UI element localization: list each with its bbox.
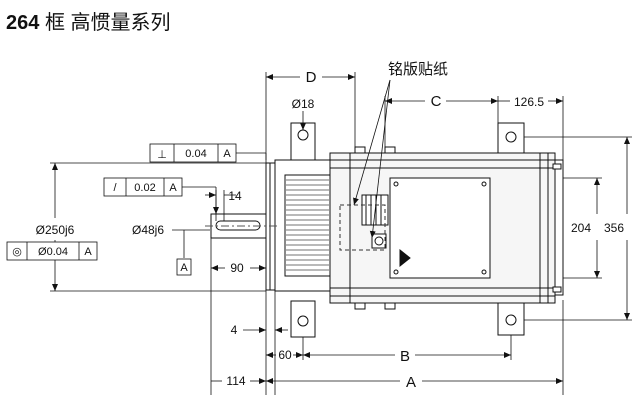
pilot-diameter-label: Ø250j6: [36, 223, 75, 237]
dim-4-label: 4: [231, 323, 238, 337]
gdt-concentricity-frame: ◎ Ø0.04 A: [6, 241, 98, 261]
hole-diameter-label: Ø18: [292, 97, 315, 111]
terminal-box: [389, 177, 491, 279]
warning-label-icon: [399, 248, 411, 268]
rear-end-cap: [554, 159, 564, 296]
perpendicularity-icon: ⊥: [157, 149, 167, 161]
dimension-labels: D C B A 铭版贴纸 Ø18 126.5 204 356 14 Ø48j6 …: [36, 61, 625, 391]
dim-b-label: B: [400, 348, 410, 365]
mounting-lug-front-bottom: [290, 300, 316, 338]
cooling-fins: [286, 179, 329, 271]
dim-60-label: 60: [278, 348, 292, 362]
runout-value: 0.02: [134, 182, 155, 194]
dimension-lines: [50, 72, 632, 395]
dim-356-label: 356: [604, 221, 624, 235]
dim-14-label: 14: [228, 189, 242, 203]
page-title: 264 框 高惯量系列: [6, 6, 171, 35]
concentricity-icon: ◎: [12, 246, 22, 258]
dim-d-label: D: [306, 69, 317, 86]
motor-outline: [205, 122, 564, 338]
dim-c-label: C: [431, 93, 442, 110]
datum-a-label: A: [180, 262, 188, 274]
mounting-lug-rear-bottom: [497, 302, 525, 336]
nameplate-label: 铭版贴纸: [388, 61, 448, 78]
dim-114-label: 114: [226, 374, 245, 388]
concentricity-datum: A: [84, 246, 92, 258]
runout-icon: /: [113, 182, 117, 194]
series-name: 框 高惯量系列: [44, 12, 171, 34]
frame-size: 264: [6, 12, 40, 34]
dim-a-label: A: [406, 374, 416, 391]
gdt-runout-frame: / 0.02 A: [103, 177, 183, 197]
perpendicularity-datum: A: [223, 148, 231, 160]
datum-a-flag: A: [176, 258, 192, 276]
concentricity-value: Ø0.04: [38, 246, 68, 258]
mounting-lug-rear-top: [497, 122, 525, 154]
dim-204-label: 204: [571, 221, 591, 235]
gdt-perpendicularity-frame: ⊥ 0.04 A: [149, 143, 237, 163]
shaft-diameter-label: Ø48j6: [132, 223, 164, 237]
perpendicularity-value: 0.04: [185, 148, 206, 160]
runout-datum: A: [169, 182, 177, 194]
dim-90-label: 90: [230, 261, 244, 275]
dim-126-5-label: 126.5: [514, 95, 544, 109]
